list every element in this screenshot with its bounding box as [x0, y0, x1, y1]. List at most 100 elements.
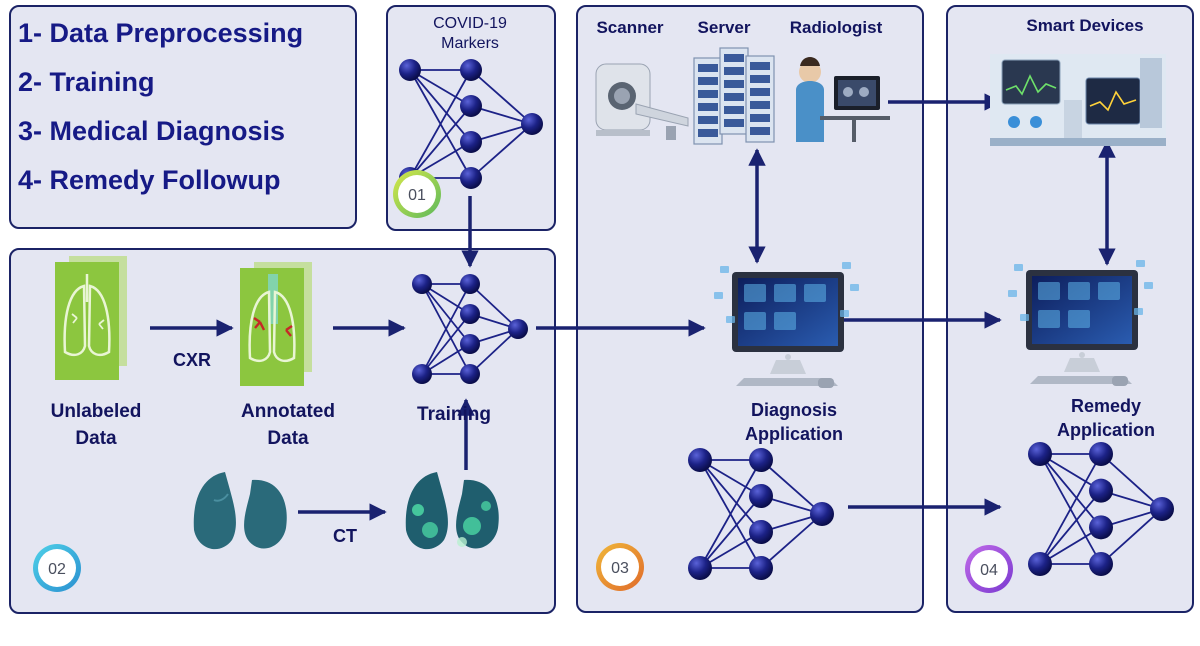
markers-title-line: Markers: [441, 35, 499, 52]
training-label: Training: [417, 404, 491, 425]
label-line: Data: [75, 428, 117, 449]
network-node: [1089, 478, 1113, 503]
badges: 01 02 03 04: [33, 170, 1013, 593]
network-edge: [1100, 508, 1163, 565]
markers-title-line: COVID-19: [433, 15, 507, 32]
badge-icon: 04: [965, 545, 1013, 593]
network-node: [1028, 442, 1052, 466]
radiologist-label: Radiologist: [789, 18, 883, 37]
badge-label: 02: [48, 561, 66, 578]
network-node: [412, 274, 432, 294]
ct-scanner-icon: [595, 63, 689, 140]
network-edge: [409, 69, 472, 107]
network-edge: [1039, 453, 1102, 528]
network-node: [1028, 552, 1052, 576]
label-line: Annotated: [241, 401, 335, 422]
network-node: [460, 59, 482, 81]
label-line: Application: [1057, 420, 1155, 440]
step-item: 3- Medical Diagnosis: [18, 116, 286, 146]
label-line: Remedy: [1070, 396, 1142, 416]
badge-icon: 02: [33, 544, 81, 592]
network-edge: [760, 459, 823, 515]
server-rack-icon: [693, 47, 775, 145]
network-edge: [699, 459, 762, 569]
network-node: [749, 448, 773, 472]
lung-ct-infected-icon: [405, 472, 499, 550]
network-node: [508, 319, 528, 339]
remedy-application-label: Remedy Application: [1036, 394, 1176, 442]
step-item: 2- Training: [18, 67, 155, 97]
network-node: [412, 364, 432, 384]
network-edge: [421, 283, 471, 345]
network-edge: [469, 328, 519, 375]
network-node: [460, 364, 480, 384]
step-item: 1- Data Preprocessing: [18, 18, 304, 48]
step-item: 4- Remedy Followup: [18, 165, 281, 195]
server-label: Server: [697, 18, 751, 37]
network-node: [749, 484, 773, 508]
network-node: [749, 556, 773, 580]
network-edge: [470, 123, 533, 179]
label-line: Data: [267, 428, 309, 449]
network-node: [1150, 497, 1174, 521]
network-edge: [421, 283, 471, 375]
network-node: [1089, 515, 1113, 540]
arrows: [150, 93, 1116, 521]
smart-devices-icon: [990, 54, 1166, 146]
network-node: [460, 131, 482, 153]
badge-label: 01: [408, 187, 426, 204]
label-line: Application: [745, 424, 843, 444]
network-edge: [469, 283, 519, 330]
diagnosis-application-label: Diagnosis Application: [724, 398, 864, 446]
network-edge: [470, 69, 533, 125]
network-edge: [760, 513, 823, 569]
network-node: [1089, 552, 1113, 576]
steps-list: 1- Data Preprocessing 2- Training 3- Med…: [18, 14, 303, 210]
network-edge: [699, 459, 762, 533]
badge-icon: 03: [596, 543, 644, 591]
network-node: [521, 113, 543, 135]
badge-label: 04: [980, 562, 998, 579]
label-line: Diagnosis: [750, 400, 838, 420]
network-node: [460, 167, 482, 189]
markers-title: COVID-19 Markers: [402, 14, 538, 54]
computer-monitor-icon: [1008, 260, 1153, 386]
network-node: [1089, 442, 1113, 466]
neural-network-icon: [412, 274, 528, 384]
annotated-data-label: Annotated Data: [224, 398, 352, 452]
steps-panel: [9, 5, 357, 229]
neural-networks: [399, 59, 1174, 580]
lung-xray-icon: [55, 256, 127, 380]
network-edge: [409, 69, 472, 143]
lung-xray-annotated-icon: [240, 262, 312, 386]
radiologist-icon: [796, 57, 890, 142]
badge-icon: 01: [393, 170, 441, 218]
network-node: [688, 448, 712, 472]
network-node: [688, 556, 712, 580]
network-edge: [421, 313, 471, 375]
network-edge: [1039, 453, 1102, 565]
computer-monitor-icon: [714, 262, 859, 388]
label-line: Unlabeled: [50, 401, 142, 422]
badge-label: 03: [611, 560, 629, 577]
network-edge: [409, 69, 472, 179]
lung-ct-icon: [193, 472, 287, 550]
unlabeled-data-label: Unlabeled Data: [40, 398, 152, 452]
panels: [9, 5, 1194, 614]
ct-label: CT: [333, 526, 357, 546]
scanner-label: Scanner: [596, 18, 664, 37]
cxr-label: CXR: [172, 350, 211, 370]
network-node: [460, 304, 480, 324]
network-node: [810, 502, 834, 526]
neural-network-icon: [688, 448, 834, 580]
smart-devices-label: Smart Devices: [1026, 16, 1144, 35]
network-edge: [1100, 453, 1163, 510]
network-node: [460, 334, 480, 354]
network-node: [749, 520, 773, 544]
network-edge: [699, 495, 762, 569]
network-edge: [409, 105, 472, 179]
network-node: [460, 95, 482, 117]
network-node: [399, 59, 421, 81]
